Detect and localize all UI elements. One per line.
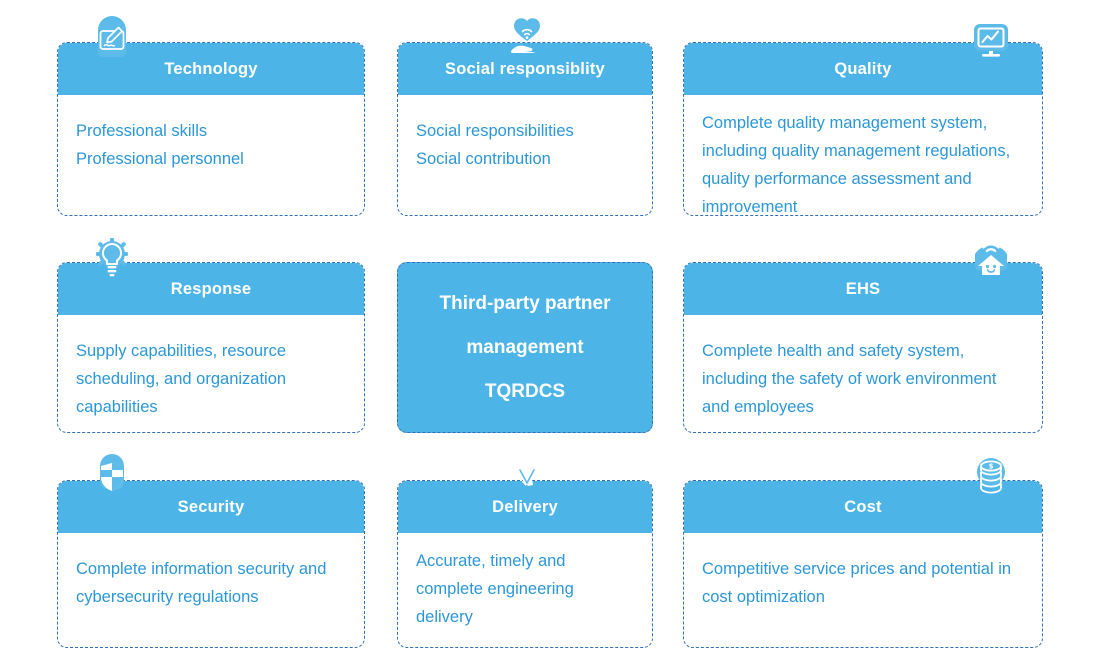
card-security-body: Complete information security and cybers… <box>58 533 364 621</box>
card-security[interactable]: Security Complete information security a… <box>57 480 365 648</box>
card-response-title: Response <box>170 279 252 298</box>
card-ehs-line-1: Complete health and safety system, inclu… <box>702 342 997 416</box>
card-cost-header: Cost <box>684 481 1042 533</box>
card-quality-body: Complete quality management system, incl… <box>684 95 1042 231</box>
card-security-line-1: Complete information security and cybers… <box>76 560 327 606</box>
card-delivery-line-1: Accurate, timely and complete engineerin… <box>416 552 574 626</box>
card-ehs[interactable]: EHS Complete health and safety system, i… <box>683 262 1043 433</box>
center-line-3: TQRDCS <box>484 380 566 402</box>
card-social-responsibility-line-1: Social responsibilities <box>416 122 574 140</box>
card-security-header: Security <box>58 481 364 533</box>
card-response-header: Response <box>58 263 364 315</box>
card-quality-title: Quality <box>834 59 892 78</box>
card-technology[interactable]: Technology Professional skills Professio… <box>57 42 365 216</box>
card-delivery-header: Delivery <box>398 481 652 533</box>
card-technology-line-2: Professional personnel <box>76 150 244 168</box>
center-block-tqrdcs[interactable]: Third-party partner management TQRDCS <box>397 262 653 433</box>
card-response[interactable]: Response Supply capabilities, resource s… <box>57 262 365 433</box>
card-social-responsibility-header: Social responsiblity <box>398 43 652 95</box>
card-social-responsibility-body: Social responsibilities Social contribut… <box>398 95 652 183</box>
center-line-1: Third-party partner <box>439 292 611 314</box>
card-delivery-title: Delivery <box>492 497 558 516</box>
card-delivery[interactable]: Delivery Accurate, timely and complete e… <box>397 480 653 648</box>
card-technology-body: Professional skills Professional personn… <box>58 95 364 183</box>
card-quality-header: Quality <box>684 43 1042 95</box>
card-quality[interactable]: Quality Complete quality management syst… <box>683 42 1043 216</box>
card-social-responsibility-line-2: Social contribution <box>416 150 551 168</box>
center-line-2: management <box>466 336 584 358</box>
card-quality-line-1: Complete quality management system, incl… <box>702 114 1011 216</box>
card-ehs-title: EHS <box>845 279 881 298</box>
card-cost-body: Competitive service prices and potential… <box>684 533 1042 621</box>
card-delivery-body: Accurate, timely and complete engineerin… <box>398 533 652 641</box>
card-social-responsibility[interactable]: Social responsiblity Social responsibili… <box>397 42 653 216</box>
card-ehs-header: EHS <box>684 263 1042 315</box>
card-technology-title: Technology <box>164 59 258 78</box>
card-cost-line-1: Competitive service prices and potential… <box>702 560 1012 606</box>
card-social-responsibility-title: Social responsiblity <box>445 59 605 78</box>
svg-text:$: $ <box>989 463 994 471</box>
card-technology-line-1: Professional skills <box>76 122 208 140</box>
card-technology-header: Technology <box>58 43 364 95</box>
card-security-title: Security <box>177 497 245 516</box>
card-ehs-body: Complete health and safety system, inclu… <box>684 315 1042 431</box>
card-cost-title: Cost <box>844 497 882 516</box>
card-response-line-1: Supply capabilities, resource scheduling… <box>76 342 287 416</box>
card-response-body: Supply capabilities, resource scheduling… <box>58 315 364 431</box>
card-cost[interactable]: Cost Competitive service prices and pote… <box>683 480 1043 648</box>
